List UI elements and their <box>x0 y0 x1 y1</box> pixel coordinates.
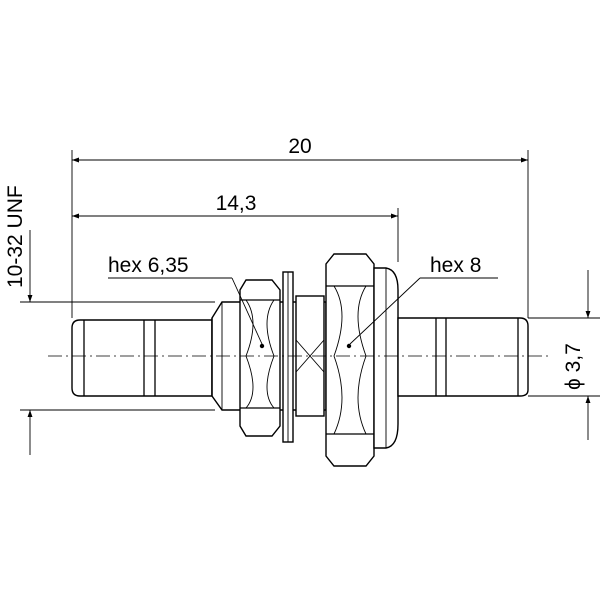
dimension-pin-diameter: ϕ 3,7 <box>528 270 600 440</box>
callout-hex-large: hex 8 <box>346 254 498 349</box>
lock-washer <box>282 271 294 443</box>
dimension-thread: 10-32 UNF <box>4 185 215 455</box>
left-plug <box>71 319 213 397</box>
dimension-length-to-hex8: 14,3 <box>72 192 399 262</box>
label-hex-large: hex 8 <box>430 254 481 277</box>
callout-hex-small: hex 6,35 <box>108 254 265 349</box>
flange <box>373 267 399 449</box>
hex-nut-small <box>239 279 281 437</box>
label-length-to-hex8: 14,3 <box>216 192 257 215</box>
right-plug <box>397 317 529 397</box>
label-thread: 10-32 UNF <box>4 185 27 288</box>
label-hex-small: hex 6,35 <box>108 254 189 277</box>
label-overall-length: 20 <box>288 135 311 158</box>
hex-nut-large <box>325 253 375 467</box>
label-pin-diameter: ϕ 3,7 <box>562 343 585 390</box>
dimension-overall-length: 20 <box>71 135 529 318</box>
